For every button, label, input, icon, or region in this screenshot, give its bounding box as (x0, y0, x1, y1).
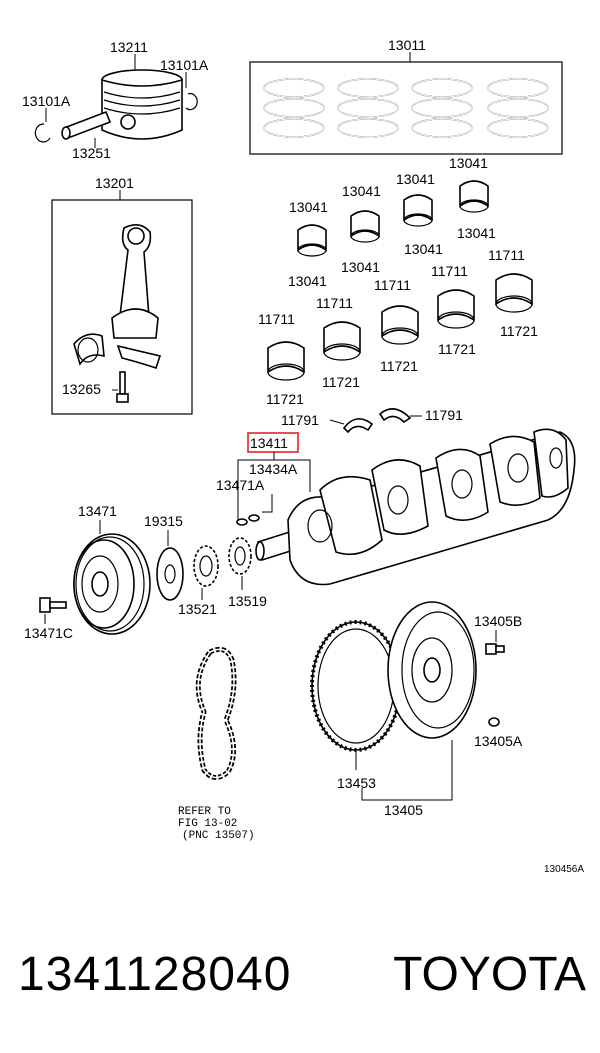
label-11721-b: 11721 (322, 374, 360, 390)
label-11711-e: 11711 (488, 247, 525, 263)
main-bearings (267, 273, 533, 381)
rod-bolt (116, 371, 129, 403)
figure-code: 130456A (544, 864, 584, 875)
label-13519: 13519 (228, 593, 267, 609)
label-11721-e: 11721 (500, 323, 538, 339)
label-13453: 13453 (337, 775, 376, 791)
label-11721-a: 11721 (266, 391, 304, 407)
flywheel-bolt (485, 643, 505, 655)
label-11711-c: 11711 (374, 277, 411, 293)
label-11711-a: 11711 (258, 311, 295, 327)
signal-plate (156, 547, 184, 601)
timing-chain (195, 646, 237, 780)
crankshaft (255, 428, 576, 586)
refer-line-2: FIG 13-02 (178, 818, 237, 830)
label-13521: 13521 (178, 601, 217, 617)
label-13405A: 13405A (474, 733, 523, 749)
connecting-rod-assembly (51, 199, 193, 415)
rod-bearing-4 (459, 180, 489, 213)
crank-keys (236, 514, 260, 526)
rod-bearing-2 (350, 210, 380, 243)
thrust-washers (342, 408, 412, 434)
part-footer: 1341128040 TOYOTA (0, 930, 600, 1020)
label-13101A-left: 13101A (22, 93, 71, 109)
label-13405: 13405 (384, 802, 423, 818)
crank-sprocket (228, 537, 252, 575)
ring-stack-1 (263, 78, 325, 138)
label-13041-c: 13041 (396, 171, 435, 187)
piston-rings-set (249, 61, 563, 155)
main-bearing-5 (495, 273, 533, 313)
rod-bearing-1 (297, 224, 327, 257)
label-13041-b: 13041 (342, 183, 381, 199)
label-13471: 13471 (78, 503, 117, 519)
label-11791-left: 11791 (281, 412, 319, 428)
label-11791-right: 11791 (425, 407, 463, 423)
ring-gear (310, 620, 402, 752)
label-13041-h: 13041 (457, 225, 496, 241)
main-bearing-4 (437, 289, 475, 329)
crankshaft-pulley (73, 533, 151, 635)
ring-stack-2 (337, 78, 399, 138)
ring-stack-4 (487, 78, 549, 138)
snap-ring-right (185, 93, 198, 111)
label-11721-c: 11721 (380, 358, 418, 374)
label-13041-d: 13041 (449, 155, 488, 171)
knock-pin (488, 717, 500, 727)
label-13434A: 13434A (249, 461, 298, 477)
flywheel (387, 601, 477, 739)
label-13041-a: 13041 (289, 199, 328, 215)
piston-assembly (34, 69, 198, 143)
label-13471C: 13471C (24, 625, 73, 641)
main-bearing-2 (323, 321, 361, 361)
crank-timing-gear (193, 545, 219, 587)
highlight-box (247, 432, 299, 453)
label-13041-f: 13041 (341, 259, 380, 275)
label-11721-d: 11721 (438, 341, 476, 357)
piston-pin (61, 110, 112, 140)
label-13201: 13201 (95, 175, 134, 191)
pulley-bolt (39, 597, 67, 613)
label-13211: 13211 (110, 39, 148, 55)
brand-name: TOYOTA (393, 948, 586, 1001)
label-13041-g: 13041 (404, 241, 443, 257)
parts-diagram: 13211 13101A 13101A 13251 13011 13201 13… (22, 37, 584, 875)
label-11711-b: 11711 (316, 295, 353, 311)
main-bearing-1 (267, 341, 305, 381)
label-13265: 13265 (62, 381, 101, 397)
part-number: 1341128040 (18, 948, 292, 1001)
label-13411: 13411 (250, 435, 288, 451)
label-19315: 19315 (144, 513, 183, 529)
label-11711-d: 11711 (431, 263, 468, 279)
label-13011: 13011 (388, 37, 426, 53)
label-13251: 13251 (72, 145, 111, 161)
label-13101A-right: 13101A (160, 57, 209, 73)
rod-bearings (297, 180, 489, 257)
refer-line-3: (PNC 13507) (182, 830, 255, 842)
main-bearing-3 (381, 305, 419, 345)
snap-ring-left (34, 123, 51, 143)
label-13405B: 13405B (474, 613, 522, 629)
refer-line-1: REFER TO (178, 806, 231, 818)
label-13471A: 13471A (216, 477, 265, 493)
ring-stack-3 (411, 78, 473, 138)
label-13041-e: 13041 (288, 273, 327, 289)
rod-bearing-3 (403, 194, 433, 227)
